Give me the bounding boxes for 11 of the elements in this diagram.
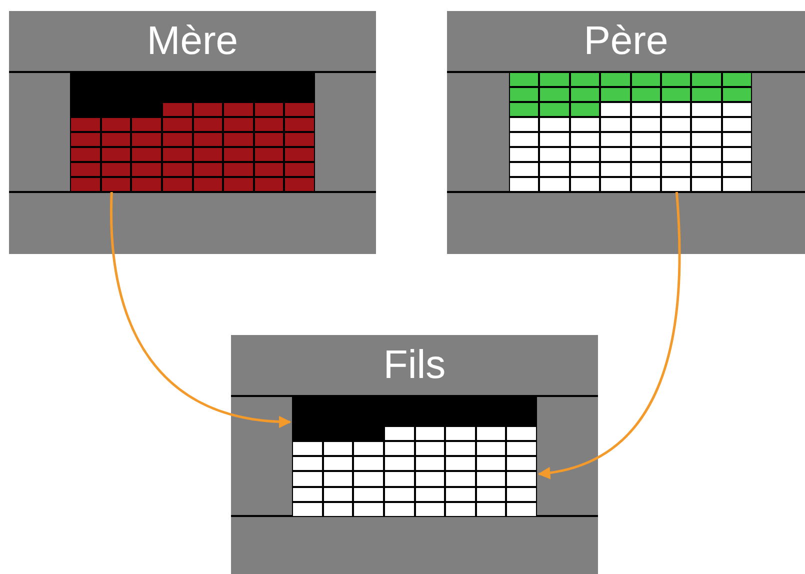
panel	[9, 11, 376, 254]
panel-title: Père	[584, 21, 668, 61]
arrow	[538, 192, 681, 478]
grid-drawing	[70, 72, 315, 192]
panel	[231, 335, 598, 574]
grid-drawing	[509, 72, 752, 192]
panel-title: Mère	[146, 21, 238, 61]
panel	[447, 11, 805, 254]
panel-title: Fils	[383, 345, 446, 385]
arrow	[110, 192, 292, 428]
grid-drawing	[292, 395, 537, 517]
